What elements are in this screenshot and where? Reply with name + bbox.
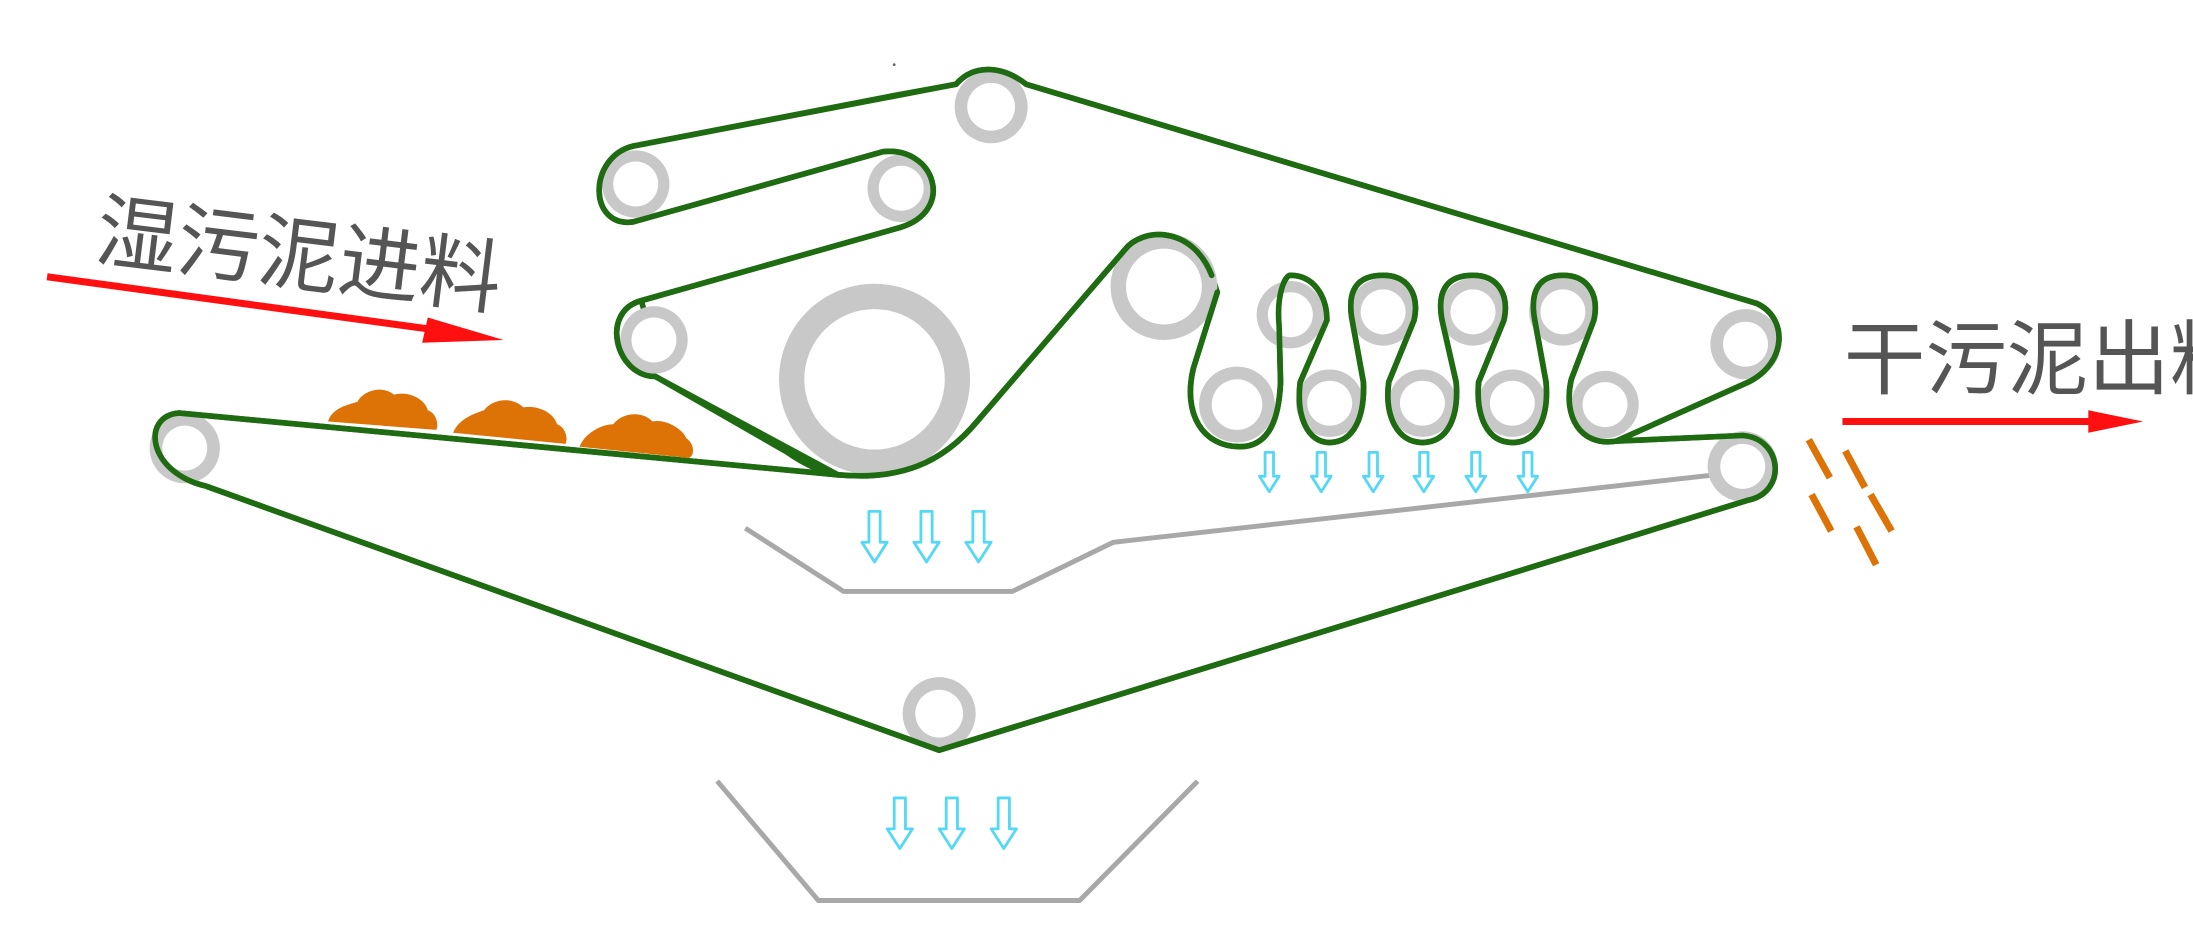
- sludge-pile-icon: [579, 414, 694, 458]
- roller-icon: [1388, 369, 1457, 437]
- down-arrow-icon: [937, 796, 966, 850]
- sludge-pile-icon: [453, 400, 567, 444]
- speck: [892, 63, 896, 67]
- down-arrow-icon: [1464, 450, 1488, 494]
- down-arrow-icon: [1258, 450, 1281, 494]
- roller-icon: [902, 677, 976, 751]
- sludge-cake-icon: [1842, 449, 1869, 490]
- roller-icon: [1529, 278, 1597, 346]
- discharged-sludge-cake: [1805, 438, 1895, 567]
- roller-icon: [779, 283, 971, 475]
- roller-icon: [1478, 369, 1547, 437]
- down-arrow-icon: [885, 796, 914, 850]
- sludge-cake-icon: [1853, 525, 1880, 567]
- down-arrow-icon: [964, 509, 993, 564]
- roller-icon: [954, 70, 1028, 144]
- roller-icon: [1110, 233, 1218, 340]
- input-label: 湿污泥进料: [91, 184, 507, 328]
- roller-icon: [620, 306, 688, 374]
- input-arrow: [46, 273, 504, 343]
- down-arrow-icon: [1362, 450, 1385, 494]
- down-arrow-icon: [860, 509, 889, 564]
- roller-icon: [1199, 366, 1275, 443]
- down-arrow-icon: [912, 509, 941, 564]
- roller-icon: [1571, 370, 1639, 439]
- lower-drain-tray: [715, 779, 1200, 903]
- rollers: [149, 70, 1781, 751]
- roller-icon: [1710, 309, 1781, 380]
- roller-icon: [867, 154, 935, 222]
- roller-icon: [1439, 278, 1507, 346]
- roller-icon: [1256, 280, 1325, 349]
- sludge-piles: [328, 389, 694, 458]
- sludge-cake-icon: [1808, 492, 1835, 533]
- roller-icon: [601, 150, 670, 218]
- sludge-pile-icon: [328, 389, 438, 430]
- sludge-cake-icon: [1805, 438, 1833, 480]
- output-label: 干污泥出料: [1844, 313, 2193, 408]
- down-arrow-icon: [1412, 450, 1436, 494]
- upper-drain-tray: [743, 469, 1741, 594]
- output-arrow: [1842, 410, 2144, 433]
- roller-icon: [1707, 431, 1778, 502]
- sludge-cake-icon: [1867, 492, 1895, 533]
- drain-arrows: [860, 450, 1540, 850]
- roller-icon: [1349, 278, 1417, 346]
- roller-icon: [1295, 369, 1364, 437]
- down-arrow-icon: [1310, 450, 1333, 494]
- down-arrow-icon: [1516, 450, 1540, 494]
- down-arrow-icon: [989, 796, 1018, 850]
